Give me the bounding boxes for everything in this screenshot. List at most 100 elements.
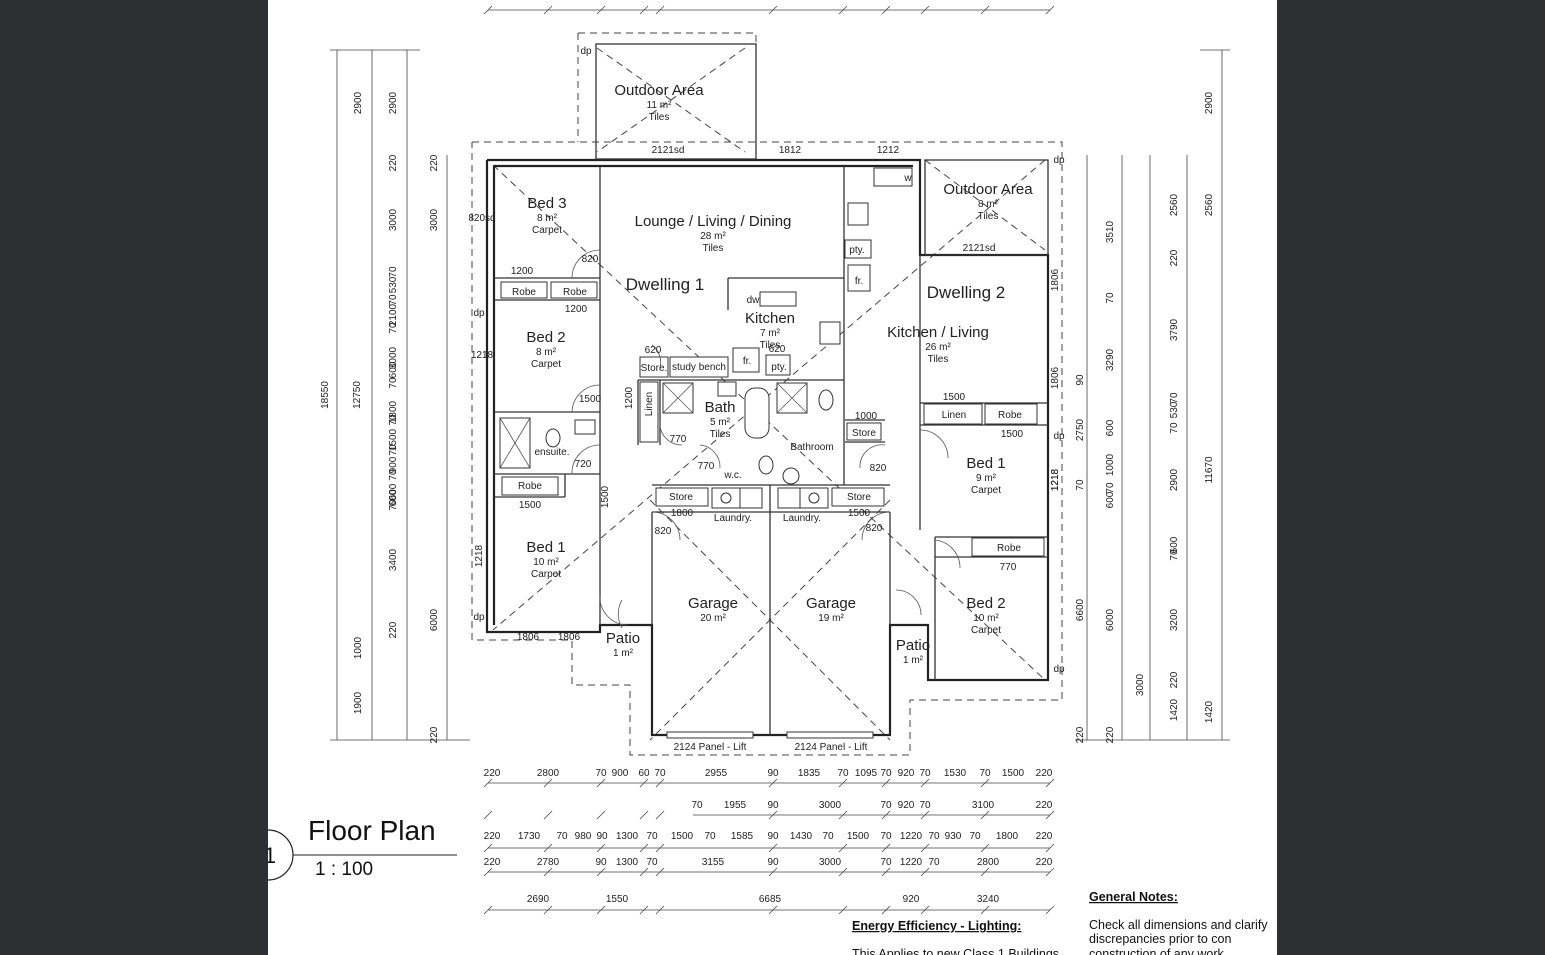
dimension-lines <box>330 5 1230 915</box>
room-area: 7 m² <box>760 328 781 339</box>
store-label: Store <box>852 428 876 439</box>
dimension-value: 70 <box>880 831 892 842</box>
plan-dimension: 1000 <box>855 411 878 422</box>
dimension-value: 70 <box>1169 392 1180 404</box>
dimension-value: 3155 <box>702 857 725 868</box>
dimension-value: 70 <box>388 266 399 278</box>
dimension-value: 3240 <box>977 894 1000 905</box>
dimension-value: 70 <box>691 800 703 811</box>
dimension-value: 90 <box>596 831 608 842</box>
dimension-value: 3000 <box>819 800 842 811</box>
robe-label: Robe <box>563 287 587 298</box>
dimension-value: 70 <box>646 857 658 868</box>
dimension-value: 1500 <box>671 831 694 842</box>
room-area: 11 m² <box>647 100 672 111</box>
dimension-value: 2955 <box>705 768 728 779</box>
dimension-value: 920 <box>898 800 915 811</box>
dimension-value: 220 <box>1036 857 1053 868</box>
dimension-value: 70 <box>388 444 399 456</box>
room-finish: Carpet <box>532 225 562 236</box>
dimension-value: 90 <box>767 831 779 842</box>
internal-walls <box>494 166 1048 735</box>
room-finish: Carpet <box>531 359 561 370</box>
dimension-value: 1095 <box>855 768 878 779</box>
dimension-value: 220 <box>1036 768 1053 779</box>
dimension-value: 2900 <box>388 91 399 114</box>
pantry-label: pty. <box>849 245 864 256</box>
plan-dimension: 820 <box>870 463 887 474</box>
dimension-value: 1835 <box>798 768 821 779</box>
robe-label: Robe <box>997 543 1021 554</box>
dimension-value: 18550 <box>320 381 331 409</box>
room-area: 1 m² <box>903 655 924 666</box>
dimension-value: 3000 <box>1135 673 1146 696</box>
general-note-line: construction of any work. <box>1089 947 1227 955</box>
dimension-value: 220 <box>484 857 501 868</box>
drawing-title: Floor Plan <box>308 815 436 846</box>
dimension-value: 220 <box>484 831 501 842</box>
room-finish: Tiles <box>710 429 731 440</box>
ensuite-label: ensuite. <box>534 447 569 458</box>
room-finish: Tiles <box>649 112 670 123</box>
plan-dimension: 770 <box>698 461 715 472</box>
dimension-value: 220 <box>1036 800 1053 811</box>
linen-label: Linen <box>942 410 966 421</box>
dimension-value: 600 <box>1105 419 1116 436</box>
plan-dimension: 1500 <box>519 500 542 511</box>
dimension-value: 70 <box>928 857 940 868</box>
washer-label: w <box>903 173 912 184</box>
dimension-value: 930 <box>945 831 962 842</box>
room-area: 28 m² <box>700 231 726 242</box>
plan-dimension: 1200 <box>624 386 635 409</box>
sliding-door-label: 2121sd <box>652 145 685 156</box>
robe-label: Robe <box>512 287 536 298</box>
dimension-value: 2900 <box>1204 91 1215 114</box>
dimension-value: 70 <box>1075 479 1086 491</box>
dimension-value: 90 <box>767 800 779 811</box>
plan-dimension: 1200 <box>511 266 534 277</box>
dimension-value: 3790 <box>1169 318 1180 341</box>
dimension-value: 3200 <box>1169 608 1180 631</box>
room-name: Lounge / Living / Dining <box>635 213 792 230</box>
general-note-line: discrepancies prior to con <box>1089 932 1231 946</box>
study-bench-label: study bench <box>672 362 726 373</box>
room-area: 20 m² <box>700 613 726 624</box>
robe-label: Robe <box>518 481 542 492</box>
dimension-value: 70 <box>880 800 892 811</box>
dimension-value: 3510 <box>1105 220 1116 243</box>
dimension-value: 1300 <box>616 831 639 842</box>
dimension-value: 2800 <box>537 768 560 779</box>
room-area: 5 m² <box>710 417 731 428</box>
dimension-value: 1806 <box>1050 366 1061 389</box>
plan-dimension: 1500 <box>848 508 871 519</box>
dimension-value: 920 <box>898 768 915 779</box>
dimension-value: 220 <box>1105 726 1116 743</box>
dimension-value: 70 <box>388 414 399 426</box>
dimension-value: 220 <box>388 621 399 638</box>
dimension-value: 220 <box>484 768 501 779</box>
dimension-value: 6685 <box>759 894 782 905</box>
view-reference: 1 <box>268 843 276 868</box>
dimension-value: 2560 <box>1204 193 1215 216</box>
dimension-value: 90 <box>595 857 607 868</box>
dimension-value: 1550 <box>606 894 629 905</box>
plan-dimension: 620 <box>645 345 662 356</box>
dwelling-1-label: Dwelling 1 <box>626 275 704 294</box>
energy-efficiency-line: This Applies to new Class 1 Buildings <box>852 947 1059 955</box>
dimension-value: 1218 <box>474 544 485 567</box>
room-name: Outdoor Area <box>614 82 704 99</box>
dimension-value: 1420 <box>1204 700 1215 723</box>
plan-dimension: 1500 <box>943 392 966 403</box>
dimension-value: 600 <box>388 361 399 378</box>
dimension-value: 2900 <box>353 91 364 114</box>
dimension-value: 2750 <box>1075 418 1086 441</box>
dishwasher-label: dw <box>747 295 761 306</box>
room-finish: Carpet <box>531 569 561 580</box>
dimension-value: 1218 <box>1050 468 1061 491</box>
dimension-value: 70 <box>388 499 399 511</box>
room-area: 8 m² <box>536 347 557 358</box>
dimension-value: 70 <box>388 294 399 306</box>
